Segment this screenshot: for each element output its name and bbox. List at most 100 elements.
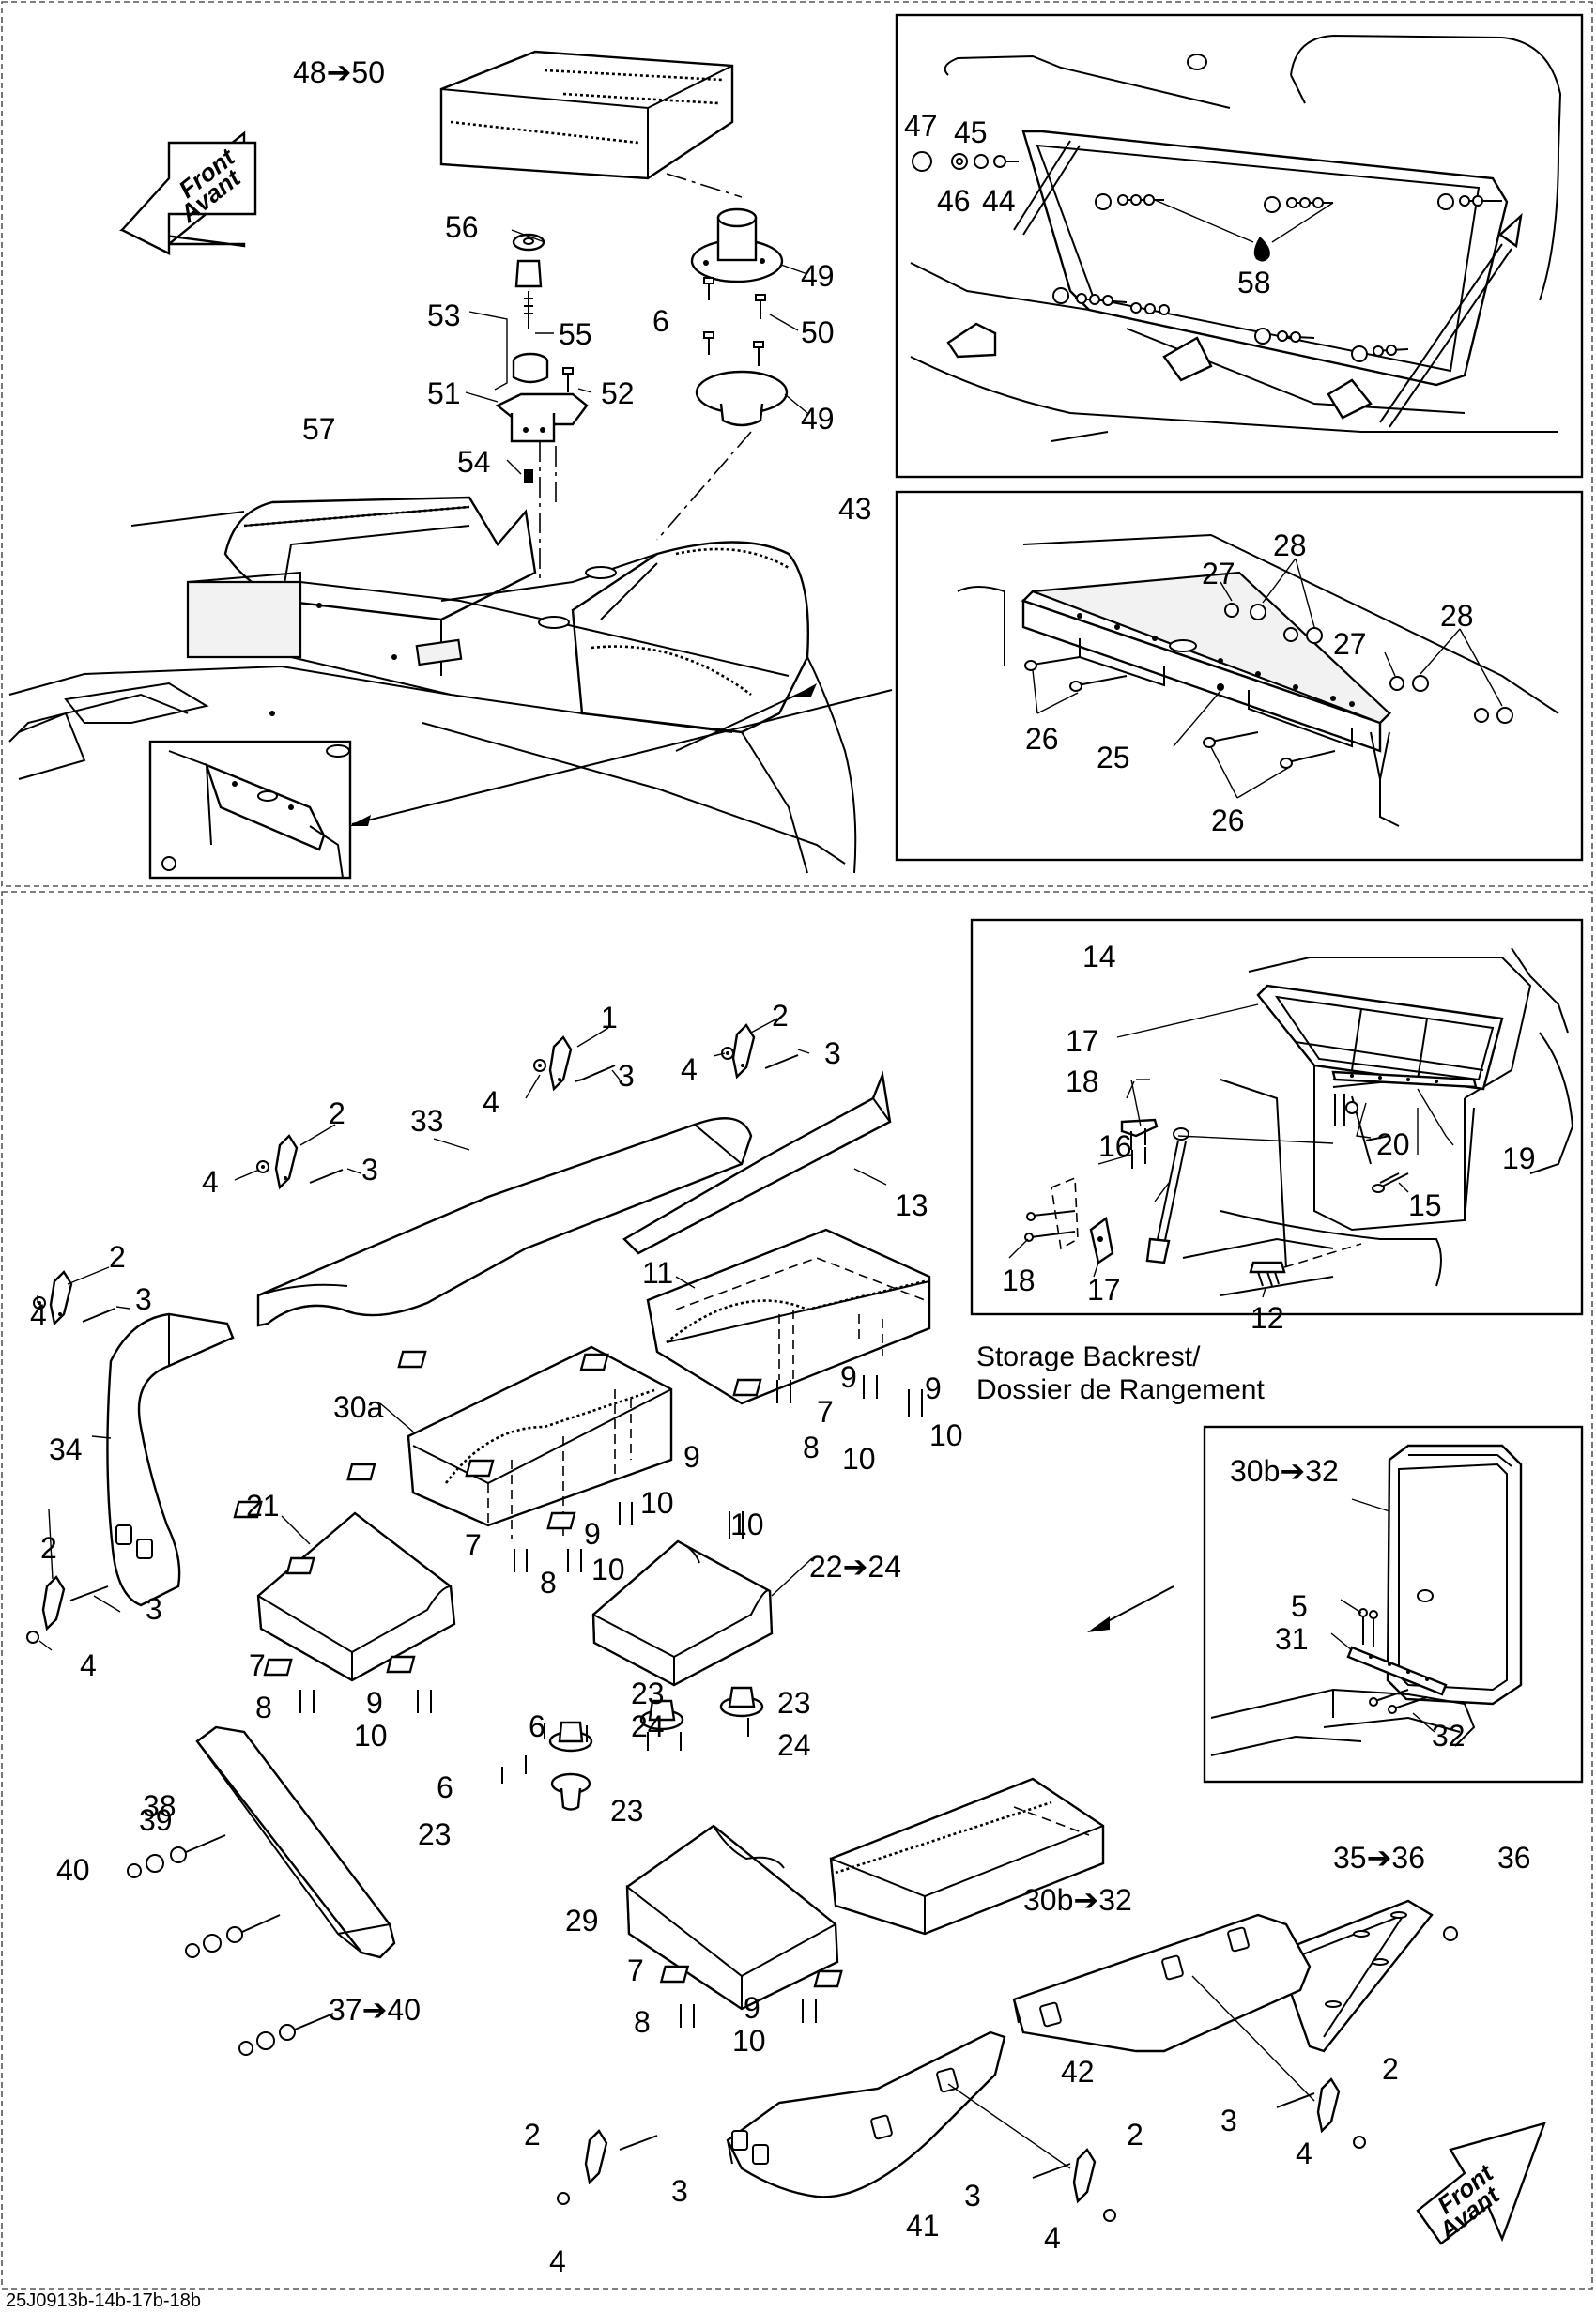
label-14: 14 (1082, 940, 1116, 973)
label-56: 56 (445, 210, 479, 244)
label-38: 38 (143, 1789, 176, 1823)
leader-lines-bottom (37, 1018, 887, 1651)
label-17-top: 17 (1066, 1024, 1099, 1058)
label-18-bottom: 18 (1002, 1264, 1036, 1297)
seat-cushion-11 (646, 1228, 931, 1405)
label-27-left: 27 (1202, 557, 1235, 590)
side-panel-34 (106, 1312, 235, 1607)
label-17-bottom: 17 (1087, 1273, 1121, 1307)
seat-cushion-43 (571, 541, 810, 734)
label-24-a: 24 (631, 1709, 665, 1743)
storage-backrest-drawing (1024, 947, 1574, 1296)
clip-2-upper-right (721, 1023, 799, 1080)
bottom-section-frame (1, 891, 1593, 2290)
label-8-a: 8 (803, 1431, 820, 1464)
seat-cushion-30b-32 (829, 1777, 1105, 1936)
label-36: 36 (1497, 1841, 1531, 1875)
label-6-upper: 6 (652, 304, 669, 338)
label-2-far-left: 2 (109, 1240, 126, 1274)
label-32: 32 (1432, 1719, 1466, 1753)
bracket-49-upper (690, 207, 784, 283)
inset-bracket-box (148, 740, 352, 880)
label-55: 55 (559, 317, 592, 351)
backrest-30b-drawing (1210, 1444, 1523, 1756)
hardware-38-40 (127, 1834, 334, 2056)
label-45: 45 (954, 115, 988, 149)
label-27-right: 27 (1333, 627, 1367, 661)
label-4-left: 4 (202, 1165, 219, 1199)
label-24-b: 24 (777, 1728, 811, 1762)
label-9-d: 9 (584, 1517, 601, 1551)
clip-2-lower-left (26, 1575, 109, 1644)
label-3-right-41: 3 (964, 2179, 981, 2213)
label-4-upper: 4 (483, 1085, 499, 1119)
top-section-frame (1, 1, 1593, 887)
label-3-upper-right: 3 (824, 1036, 841, 1070)
backrest-30b-detail-box (1203, 1425, 1584, 1784)
label-9-a: 9 (840, 1360, 857, 1394)
label-10-b: 10 (929, 1418, 963, 1452)
storage-backrest-caption-en: Storage Backrest/ (976, 1341, 1201, 1372)
label-26-right: 26 (1211, 804, 1245, 837)
seat-cushion-30a (407, 1345, 673, 1539)
seat-cushion-29 (625, 1824, 839, 2011)
side-trim-13 (622, 1070, 892, 1255)
label-3-upper: 3 (618, 1059, 635, 1093)
seat-cushion-21 (256, 1511, 456, 1682)
label-43: 43 (838, 492, 872, 526)
label-57: 57 (302, 412, 336, 446)
hull-body-top (8, 511, 857, 874)
label-9-c: 9 (683, 1440, 700, 1474)
label-1: 1 (601, 1001, 618, 1034)
label-40: 40 (56, 1853, 90, 1887)
label-28-left: 28 (1273, 528, 1307, 562)
label-15: 15 (1408, 1188, 1442, 1222)
label-7-d: 7 (627, 1953, 644, 1987)
clip-1-upper (533, 1035, 616, 1092)
label-6-b: 6 (529, 1709, 545, 1743)
label-11: 11 (642, 1256, 673, 1290)
backrest-cushion-48-50 (439, 50, 734, 180)
label-23-b: 23 (777, 1686, 811, 1720)
rail-drawing (957, 533, 1559, 827)
bracket-35-36 (1275, 1899, 1458, 2053)
label-47: 47 (904, 109, 938, 143)
storage-backrest-box (970, 918, 1584, 1316)
label-7-a: 7 (817, 1395, 834, 1429)
label-9-e: 9 (366, 1686, 383, 1720)
label-35-36: 35➔36 (1333, 1841, 1425, 1875)
label-9-f: 9 (744, 1991, 760, 2025)
label-58: 58 (1237, 266, 1271, 299)
label-8-d: 8 (634, 2005, 651, 2039)
label-30b-32-main: 30b➔32 (1023, 1883, 1132, 1917)
label-44: 44 (982, 184, 1016, 218)
label-4-right-42: 4 (1296, 2137, 1312, 2170)
socket-brackets-23 (501, 1686, 764, 1811)
label-25: 25 (1097, 741, 1130, 774)
label-3-lower-left: 3 (146, 1592, 162, 1626)
label-2-bottom: 2 (524, 2118, 541, 2152)
seat-brackets-group (233, 1350, 923, 2028)
clip-2-right-41 (947, 2083, 1116, 2222)
label-37-40: 37➔40 (329, 1993, 421, 2027)
label-10-c: 10 (640, 1486, 674, 1520)
label-53: 53 (427, 299, 461, 332)
label-23-c: 23 (610, 1794, 644, 1828)
label-34: 34 (49, 1432, 83, 1466)
label-4-upper-right: 4 (681, 1052, 698, 1086)
label-50: 50 (801, 315, 835, 349)
label-8-b: 8 (540, 1566, 557, 1600)
label-3-right-42: 3 (1220, 2104, 1237, 2137)
label-52: 52 (601, 376, 635, 410)
label-4-far-left: 4 (30, 1298, 47, 1332)
label-23-d: 23 (418, 1817, 452, 1851)
side-panel-42 (1012, 1913, 1312, 2053)
front-direction-arrow-bottom: Front Avant (1416, 2122, 1546, 2245)
storage-lid-detail-box (895, 13, 1584, 479)
label-22-24: 22➔24 (809, 1550, 901, 1584)
label-30b-32-inset: 30b➔32 (1230, 1454, 1339, 1488)
label-3-far-left: 3 (135, 1282, 152, 1316)
label-16: 16 (1098, 1129, 1132, 1163)
label-7-c: 7 (249, 1648, 266, 1682)
